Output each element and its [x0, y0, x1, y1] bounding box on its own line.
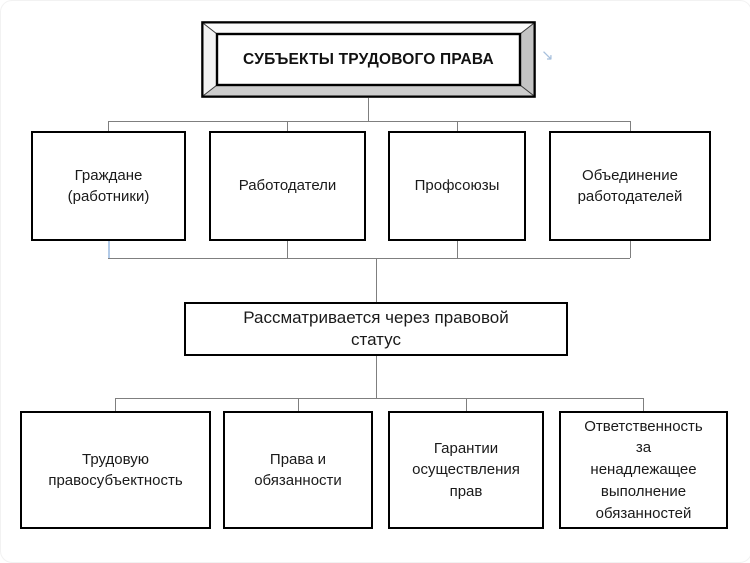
node-rights-duties: Права и обязанности [223, 411, 373, 529]
node-legal-status: Рассматривается через правовой статус [184, 302, 568, 356]
connector-drop-unions [457, 121, 458, 132]
node-employer-associations-label: Объединение работодателей [577, 166, 683, 205]
node-responsibility-label: Ответственность за ненадлежащее выполнен… [584, 417, 703, 522]
node-guarantees-label: Гарантии осуществления прав [412, 440, 520, 500]
connector-stub-unions [457, 241, 458, 258]
diagram-title: СУБЪЕКТЫ ТРУДОВОГО ПРАВА [243, 50, 494, 68]
connector-stub-citizens-highlighted [108, 241, 110, 258]
connector-stub-employers [287, 241, 288, 258]
connector-drop-employers [287, 121, 288, 132]
connector-status-down-riser [376, 356, 377, 398]
connector-drop-guarantees [466, 398, 467, 412]
bevel-frame [201, 21, 536, 98]
connector-drop-responsibility [643, 398, 644, 412]
connector-drop-citizens [108, 121, 109, 132]
node-employers-label: Работодатели [238, 177, 337, 195]
node-legal-capacity: Трудовую правосубъектность [20, 411, 211, 529]
connector-row1-distribution-line [108, 121, 630, 122]
node-unions-label: Профсоюзы [414, 177, 500, 195]
node-guarantees: Гарантии осуществления прав [388, 411, 544, 529]
node-unions: Профсоюзы [388, 131, 526, 241]
node-employer-associations: Объединение работодателей [549, 131, 711, 241]
connector-merge-line [108, 258, 630, 259]
connector-title-riser [368, 98, 369, 121]
cursor-arrow-icon: ↘ [541, 47, 554, 64]
connector-stub-employer-associations [630, 241, 631, 258]
connector-drop-rights-duties [298, 398, 299, 412]
connector-drop-employer-associations [630, 121, 631, 132]
node-employers: Работодатели [209, 131, 366, 241]
node-rights-duties-label: Права и обязанности [254, 450, 342, 489]
node-responsibility: Ответственность за ненадлежащее выполнен… [559, 411, 728, 529]
title-box: СУБЪЕКТЫ ТРУДОВОГО ПРАВА [201, 21, 536, 98]
connector-drop-legal-capacity [115, 398, 116, 412]
node-legal-capacity-label: Трудовую правосубъектность [48, 450, 183, 489]
connector-row3-distribution-line [115, 398, 643, 399]
node-citizens: Граждане (работники) [31, 131, 186, 241]
node-legal-status-label: Рассматривается через правовой статус [243, 307, 509, 349]
connector-status-riser [376, 258, 377, 302]
node-citizens-label: Граждане (работники) [67, 166, 150, 205]
